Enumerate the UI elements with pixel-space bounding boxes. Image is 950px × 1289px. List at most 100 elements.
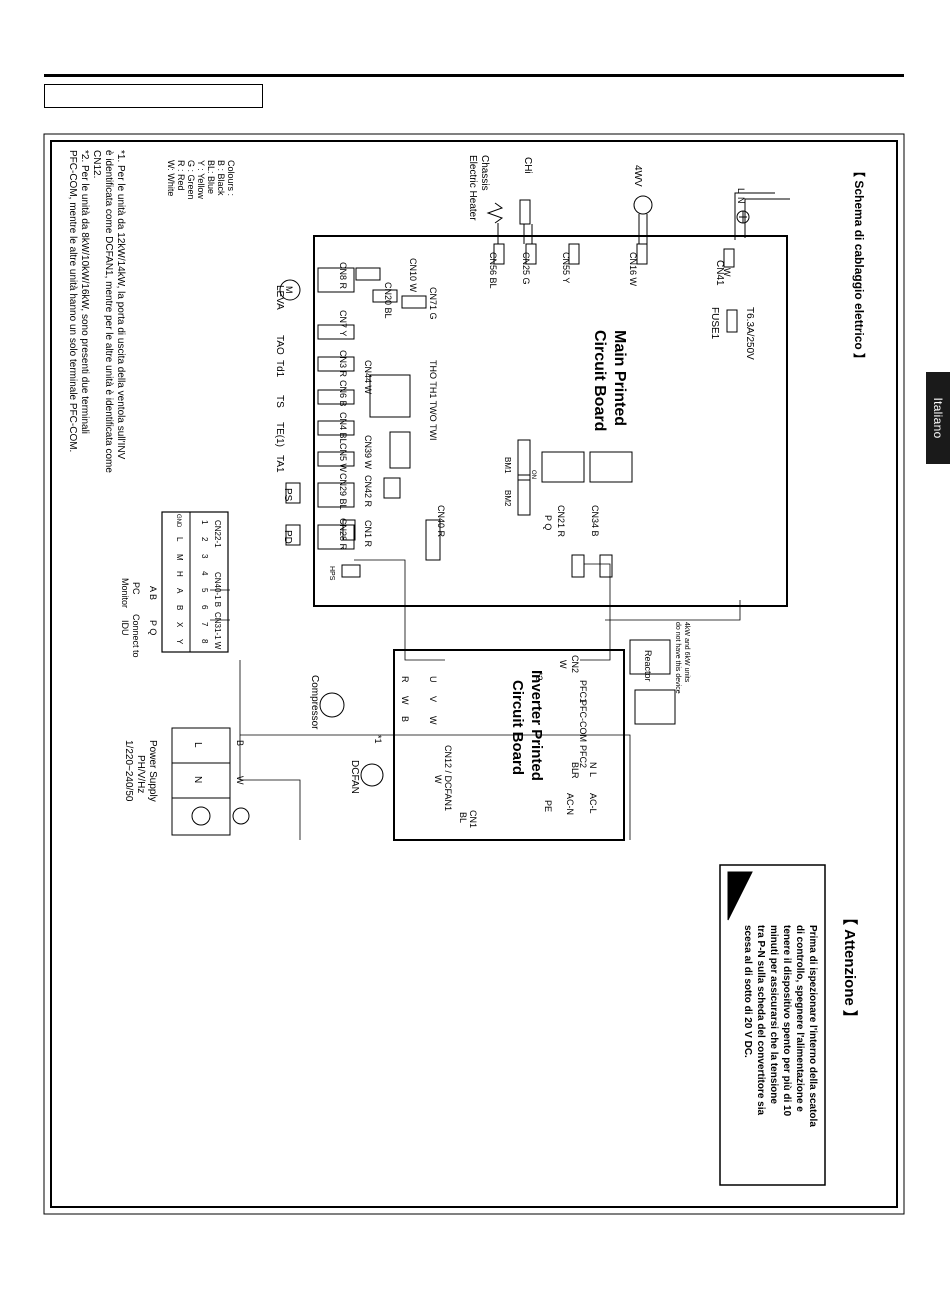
note-line: *2. Per le unità da 8kW/10kW/16kW, sono … [79,150,90,434]
svg-text:CN31-1 W: CN31-1 W [213,612,222,650]
svg-text:R: R [570,772,580,779]
svg-text:ON: ON [530,470,536,479]
svg-text:PE: PE [543,800,553,812]
note-line: *1. Per le unità da 12kW/14kW, la porta … [115,150,126,460]
svg-text:CN1 R: CN1 R [363,520,373,548]
inner-frame [50,140,898,1208]
wiring-title: 【 Schema di cablaggio elettrico 】 [852,165,867,365]
power-supply-labels: L N B W Power Supply PH/V/Hz 1/220~240/5… [123,740,245,802]
svg-text:7: 7 [200,622,209,627]
svg-text:CN10 W: CN10 W [408,258,418,293]
note-line: è identificata come DCFAN1, mentre per l… [103,150,114,473]
svg-text:do not have this device: do not have this device [674,622,681,694]
svg-text:Td1: Td1 [274,360,285,378]
svg-text:PFC1: PFC1 [578,680,588,703]
svg-text:W: W [558,660,568,669]
bm1-switch [517,439,531,481]
svg-text:AC-N: AC-N [565,793,575,815]
reactor-icon [634,689,676,725]
power-supply-block [171,727,231,836]
inverter-labels: CN2 W PFC1 PFC-COM PFC2 N L BL R *2 *1 U… [309,622,690,828]
wiring [210,559,741,840]
header-rule [44,74,904,77]
warning-box [719,864,826,1186]
svg-text:GND: GND [175,514,181,528]
svg-text:M: M [284,286,294,294]
svg-text:Circuit Board: Circuit Board [591,330,608,431]
terminal-row: 1 2 3 4 5 6 7 8 GND L M H A B X Y CN22-1… [120,514,222,658]
svg-text:P Q: P Q [543,515,553,530]
cn7-connector [317,324,355,340]
cn29-connector [317,482,355,508]
svg-text:CN12 / DCFAN1: CN12 / DCFAN1 [443,745,453,811]
svg-text:3: 3 [200,554,209,559]
earth-icon [232,807,250,825]
crankcase-heater-icon [519,199,531,225]
cn6-connector [317,389,355,405]
cn4-connector [317,420,355,436]
svg-text:*2: *2 [534,672,544,681]
cn1-connector [342,519,356,541]
svg-text:CHi: CHi [522,157,533,174]
svg-text:CN22-1: CN22-1 [213,520,222,548]
svg-text:CN1: CN1 [468,810,478,828]
svg-text:4: 4 [200,571,209,576]
svg-text:CN41: CN41 [714,260,725,286]
svg-text:8: 8 [200,639,209,644]
colour-item: BL: Blue [206,160,216,194]
svg-text:CN44 W: CN44 W [363,360,373,395]
dcfan-motor-icon [360,763,384,787]
svg-text:L: L [736,188,746,193]
svg-text:CN20 BL: CN20 BL [383,282,393,319]
outer-frame [43,133,905,1215]
svg-text:*1: *1 [373,735,383,744]
pressure-switch-ps [285,482,301,504]
svg-text:CN8 R: CN8 R [338,262,348,290]
note-line: CN12. [91,150,102,178]
svg-text:PH/V/Hz: PH/V/Hz [135,755,146,793]
svg-text:Y: Y [175,639,184,645]
svg-text:M: M [175,554,184,561]
svg-text:DCFAN: DCFAN [349,760,360,794]
colour-item: Y : Yellow [196,160,206,199]
svg-text:AC-L: AC-L [588,793,598,814]
svg-text:B: B [400,716,410,722]
cn25-connector [525,243,537,265]
svg-text:1: 1 [200,520,209,525]
svg-text:W: W [722,268,732,277]
colour-legend: Colours : B : Black BL: Blue Y : Yellow … [166,160,236,200]
svg-text:PFC2: PFC2 [578,745,588,768]
svg-text:TE(1): TE(1) [274,422,285,447]
svg-text:CN42 R: CN42 R [363,475,373,508]
svg-text:CN40 R: CN40 R [436,505,446,538]
colour-item: R : Red [176,160,186,191]
svg-text:THO TH1 TWO TWI: THO TH1 TWO TWI [428,360,438,441]
pressure-switch-pd [285,524,301,546]
svg-text:V: V [428,696,438,702]
svg-text:W: W [235,776,245,785]
language-tab[interactable]: Italiano [926,372,950,464]
reactor-icon [629,639,671,675]
main-power-input: L N [734,188,790,240]
svg-text:X: X [175,622,184,628]
cn56-connector [493,243,505,265]
svg-text:CN55 Y: CN55 Y [561,252,571,283]
svg-text:L: L [192,742,203,748]
svg-text:scesa al di sotto di 20 V DC.: scesa al di sotto di 20 V DC. [742,925,753,1058]
cn42-connector [383,477,401,499]
svg-text:di controllo, spegnere l'alime: di controllo, spegnere l'alimentazione e [794,925,805,1112]
cn5-connector [317,451,355,467]
svg-text:Main Printed: Main Printed [611,330,628,426]
cn39-connector [389,431,411,469]
svg-text:CN56 BL: CN56 BL [488,252,498,289]
svg-text:CN29 BL: CN29 BL [338,473,348,510]
svg-text:W: W [428,716,438,725]
svg-text:CN40-1 B: CN40-1 B [213,572,222,607]
svg-text:4WV: 4WV [632,165,643,187]
svg-text:Compressor: Compressor [309,675,320,730]
cn20-connector [372,289,398,303]
svg-text:CN39 W: CN39 W [363,435,373,470]
display-digit [541,451,585,483]
svg-text:Monitor: Monitor [120,578,130,608]
